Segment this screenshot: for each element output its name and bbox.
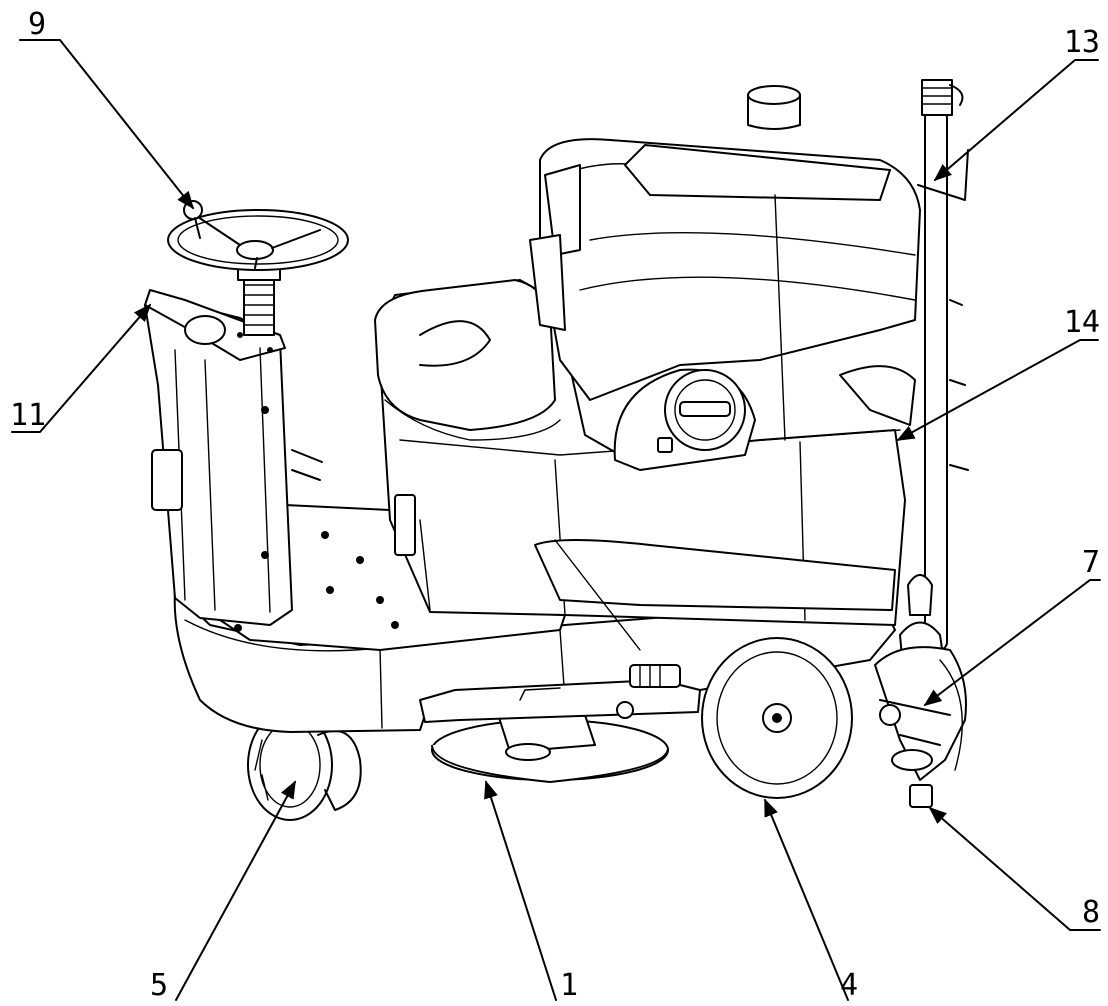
leader-4 [764, 798, 849, 1001]
callout-11: 11 [10, 398, 46, 433]
squeegee-assembly [874, 646, 967, 808]
steering-console [144, 289, 323, 626]
operator-seat [374, 279, 561, 441]
callout-5: 5 [150, 968, 168, 1001]
callout-1: 1 [560, 968, 578, 1001]
callout-leaders [11, 39, 1101, 1001]
tank-lid [529, 138, 921, 441]
callout-7: 7 [1082, 545, 1100, 580]
callout-14: 14 [1064, 305, 1100, 340]
leader-11 [11, 303, 152, 433]
machine-outline [144, 79, 969, 821]
brush-deck [419, 664, 701, 783]
leader-8 [928, 806, 1101, 931]
callout-4: 4 [840, 968, 858, 1001]
leader-13 [933, 59, 1099, 182]
side-cap [613, 368, 756, 471]
leader-7 [923, 579, 1101, 707]
leader-5 [175, 780, 296, 1001]
leader-9 [19, 39, 195, 210]
callout-8: 8 [1082, 895, 1100, 930]
callout-labels: 9 11 13 14 7 8 5 1 4 [10, 7, 1100, 1003]
callout-9: 9 [28, 7, 46, 42]
top-chimney [747, 85, 801, 130]
leader-1 [484, 780, 557, 1001]
callout-13: 13 [1064, 25, 1100, 60]
leader-14 [896, 339, 1099, 441]
drive-wheel [701, 637, 853, 799]
